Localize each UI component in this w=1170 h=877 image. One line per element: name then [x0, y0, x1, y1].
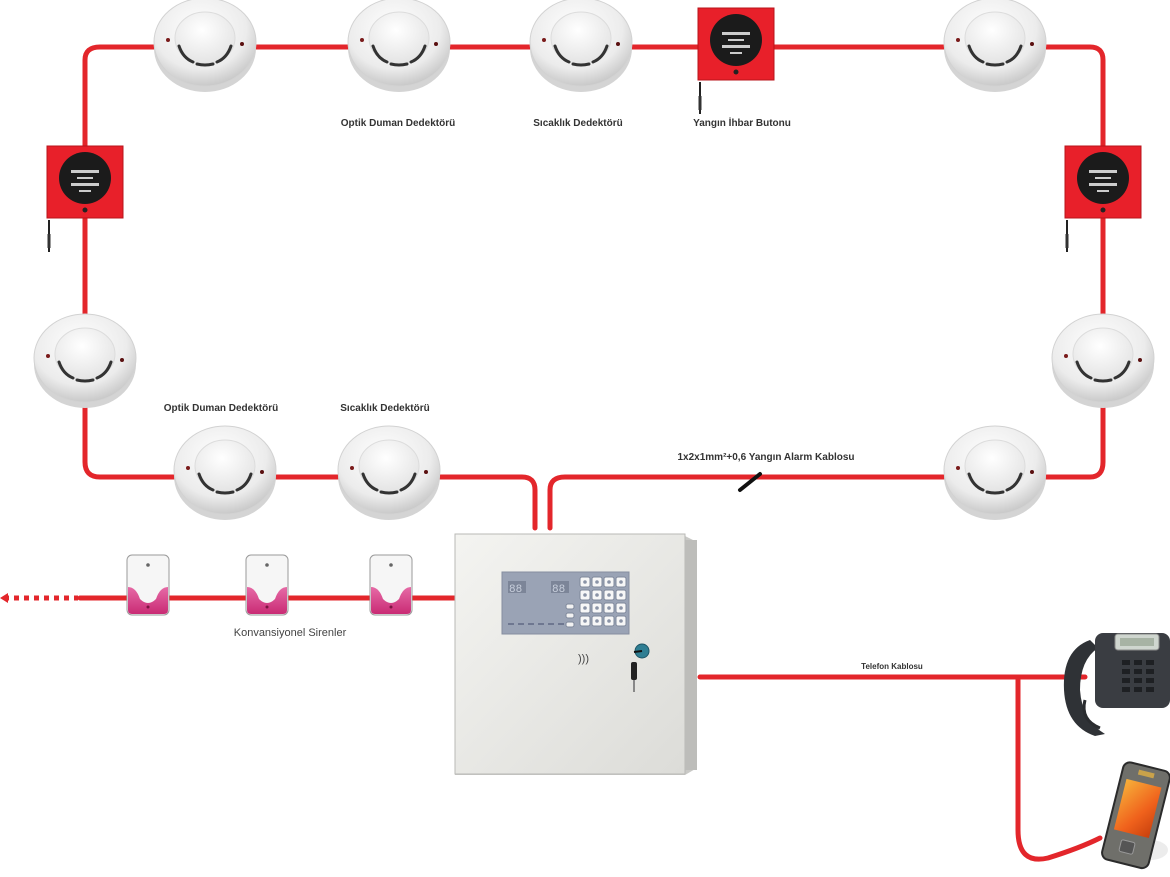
heat-detector-bottom — [336, 424, 442, 522]
mobile-phone — [1101, 761, 1170, 870]
keypad-key-dot — [583, 619, 587, 623]
keypad-key-dot — [607, 606, 611, 610]
smoke-detector-left — [32, 312, 138, 410]
keypad-key-dot — [607, 619, 611, 623]
siren — [126, 554, 170, 616]
function-key — [565, 603, 575, 610]
smoke-detector — [152, 0, 258, 94]
smoke-detector — [942, 0, 1048, 94]
keypad-key-dot — [595, 619, 599, 623]
keypad-key-dot — [619, 593, 623, 597]
panel-keypad — [565, 576, 627, 628]
smoke-detector-right — [1050, 312, 1156, 410]
keypad-key-dot — [607, 593, 611, 597]
keypad-key-dot — [583, 606, 587, 610]
keypad-key-dot — [583, 580, 587, 584]
buzzer-icon: ))) — [578, 653, 589, 665]
key-icon — [631, 662, 637, 680]
desk-phone — [1063, 633, 1170, 736]
smoke-detector-bottom-right — [942, 424, 1048, 522]
label-fire-alarm-cable: 1x2x1mm²+0,6 Yangın Alarm Kablosu — [677, 452, 855, 463]
keypad-key-dot — [595, 606, 599, 610]
heat-detector — [528, 0, 634, 94]
seven-seg-left — [508, 581, 526, 593]
siren — [245, 554, 289, 616]
seven-seg-right-value: 88 — [552, 584, 565, 596]
keypad-key-dot — [595, 593, 599, 597]
keypad-key-dot — [607, 580, 611, 584]
function-key — [565, 621, 575, 628]
siren-wire-arrow — [0, 593, 8, 603]
seven-seg-left-value: 88 — [509, 584, 522, 596]
function-key — [565, 612, 575, 619]
keypad-key-dot — [619, 619, 623, 623]
keypad-key-dot — [595, 580, 599, 584]
panel-leds — [508, 623, 564, 625]
keypad-key-dot — [619, 606, 623, 610]
label-heat-detector-top: Sıcaklık Dedektörü — [533, 118, 623, 129]
label-heat-detector-bottom: Sıcaklık Dedektörü — [340, 403, 430, 414]
cable-marker — [738, 472, 762, 492]
keypad-key-dot — [619, 580, 623, 584]
label-optical-smoke-detector-top: Optik Duman Dedektörü — [340, 118, 456, 129]
keypad-key-dot — [583, 593, 587, 597]
optical-smoke-detector — [346, 0, 452, 94]
mobile-wire — [1015, 674, 1103, 862]
siren — [369, 554, 413, 616]
label-conventional-sirens: Konvansiyonel Sirenler — [233, 627, 347, 639]
label-optical-smoke-detector-bottom: Optik Duman Dedektörü — [163, 403, 279, 414]
label-manual-call-point: Yangın İhbar Butonu — [693, 118, 791, 129]
manual-call-point — [697, 7, 775, 115]
seven-seg-right — [551, 581, 569, 593]
label-phone-cable: Telefon Kablosu — [861, 662, 923, 671]
control-panel: 88 88 ))) — [454, 533, 697, 775]
optical-smoke-detector-bottom — [172, 424, 278, 522]
